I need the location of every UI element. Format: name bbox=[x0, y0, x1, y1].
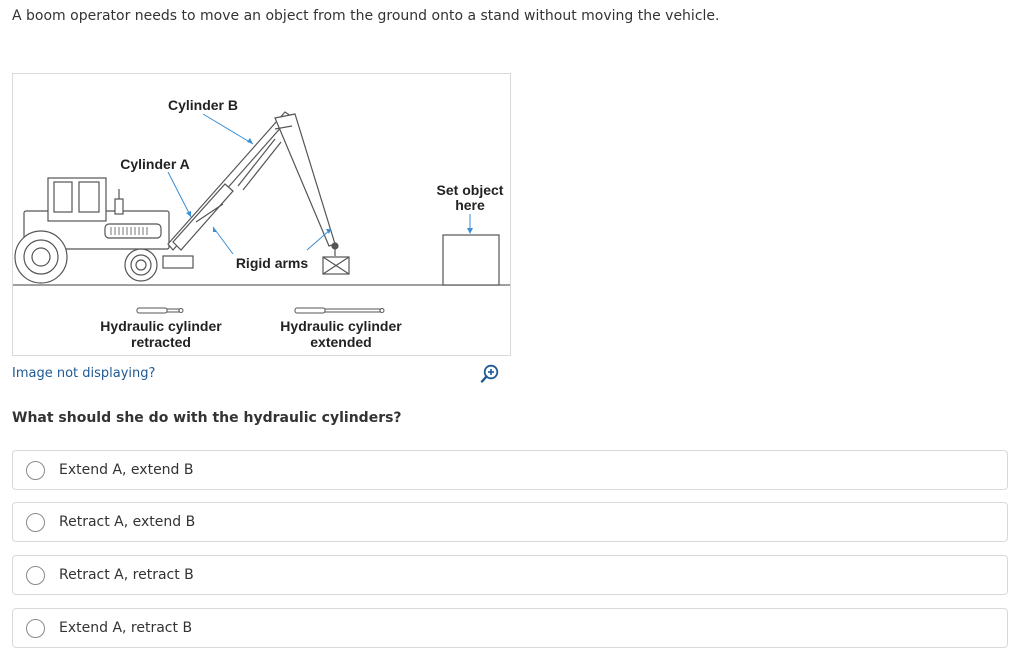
answer-option-label: Retract A, retract B bbox=[59, 567, 194, 583]
answer-option-label: Extend A, retract B bbox=[59, 620, 193, 636]
cylinder-a-label: Cylinder A bbox=[120, 156, 190, 172]
set-object-label: Set object bbox=[437, 182, 504, 198]
answer-option[interactable]: Extend A, extend B bbox=[12, 450, 1008, 490]
stand bbox=[442, 234, 500, 286]
boom-diagram-svg: Cylinder B Cylinder A Set object here Ri… bbox=[13, 97, 510, 350]
answer-option-label: Extend A, extend B bbox=[59, 462, 194, 478]
radio-button[interactable] bbox=[26, 566, 45, 585]
image-not-displaying-link[interactable]: Image not displaying? bbox=[12, 366, 156, 381]
retracted-cylinder-icon bbox=[136, 307, 184, 314]
rigid-arms-label: Rigid arms bbox=[236, 255, 309, 271]
zoom-in-icon[interactable] bbox=[480, 364, 500, 384]
hanging-object bbox=[322, 249, 350, 275]
answer-option[interactable]: Retract A, retract B bbox=[12, 555, 1008, 595]
question-intro: A boom operator needs to move an object … bbox=[12, 8, 720, 24]
tractor bbox=[14, 177, 194, 284]
arrow-heads bbox=[186, 138, 473, 234]
cylinder-b-label: Cylinder B bbox=[168, 97, 238, 113]
radio-button[interactable] bbox=[26, 513, 45, 532]
radio-button[interactable] bbox=[26, 619, 45, 638]
retracted-label: Hydraulic cylinder bbox=[100, 318, 222, 334]
extended-cylinder-icon bbox=[294, 307, 385, 314]
answer-option[interactable]: Retract A, extend B bbox=[12, 502, 1008, 542]
boom-arm bbox=[167, 111, 339, 251]
extended-label-line2: extended bbox=[310, 334, 371, 350]
question-text: What should she do with the hydraulic cy… bbox=[12, 410, 402, 426]
answer-option[interactable]: Extend A, retract B bbox=[12, 608, 1008, 648]
label-arrows bbox=[167, 113, 471, 255]
extended-label: Hydraulic cylinder bbox=[280, 318, 402, 334]
answer-option-label: Retract A, extend B bbox=[59, 514, 196, 530]
set-object-label-line2: here bbox=[455, 197, 485, 213]
radio-button[interactable] bbox=[26, 461, 45, 480]
retracted-label-line2: retracted bbox=[131, 334, 191, 350]
boom-diagram: Cylinder B Cylinder A Set object here Ri… bbox=[12, 73, 511, 356]
